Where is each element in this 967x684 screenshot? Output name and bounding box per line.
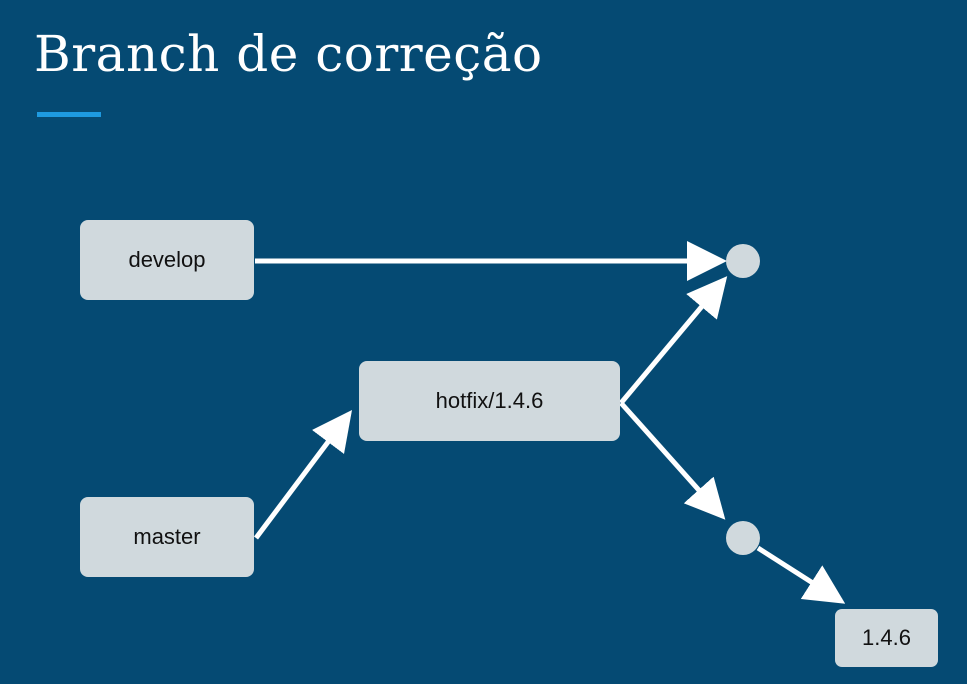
node-master-branch: master	[80, 497, 254, 577]
arrow-hotfix-to-master-commit	[619, 401, 726, 520]
arrow-hotfix-to-develop-commit	[619, 276, 728, 405]
node-develop-label: develop	[128, 247, 206, 272]
node-develop-branch: develop	[80, 220, 254, 300]
node-master-label: master	[133, 524, 201, 549]
title-underline	[37, 112, 101, 117]
commit-master-merge	[726, 521, 760, 555]
arrow-commit-to-tag	[756, 545, 846, 604]
node-tag-label: 1.4.6	[862, 625, 911, 650]
arrow-master-to-hotfix	[254, 410, 352, 540]
slide-title: Branch de correção	[34, 25, 543, 83]
node-version-tag: 1.4.6	[835, 609, 938, 667]
node-hotfix-label: hotfix/1.4.6	[435, 388, 544, 413]
node-hotfix-branch: hotfix/1.4.6	[359, 361, 620, 441]
commit-develop-merge	[726, 244, 760, 278]
